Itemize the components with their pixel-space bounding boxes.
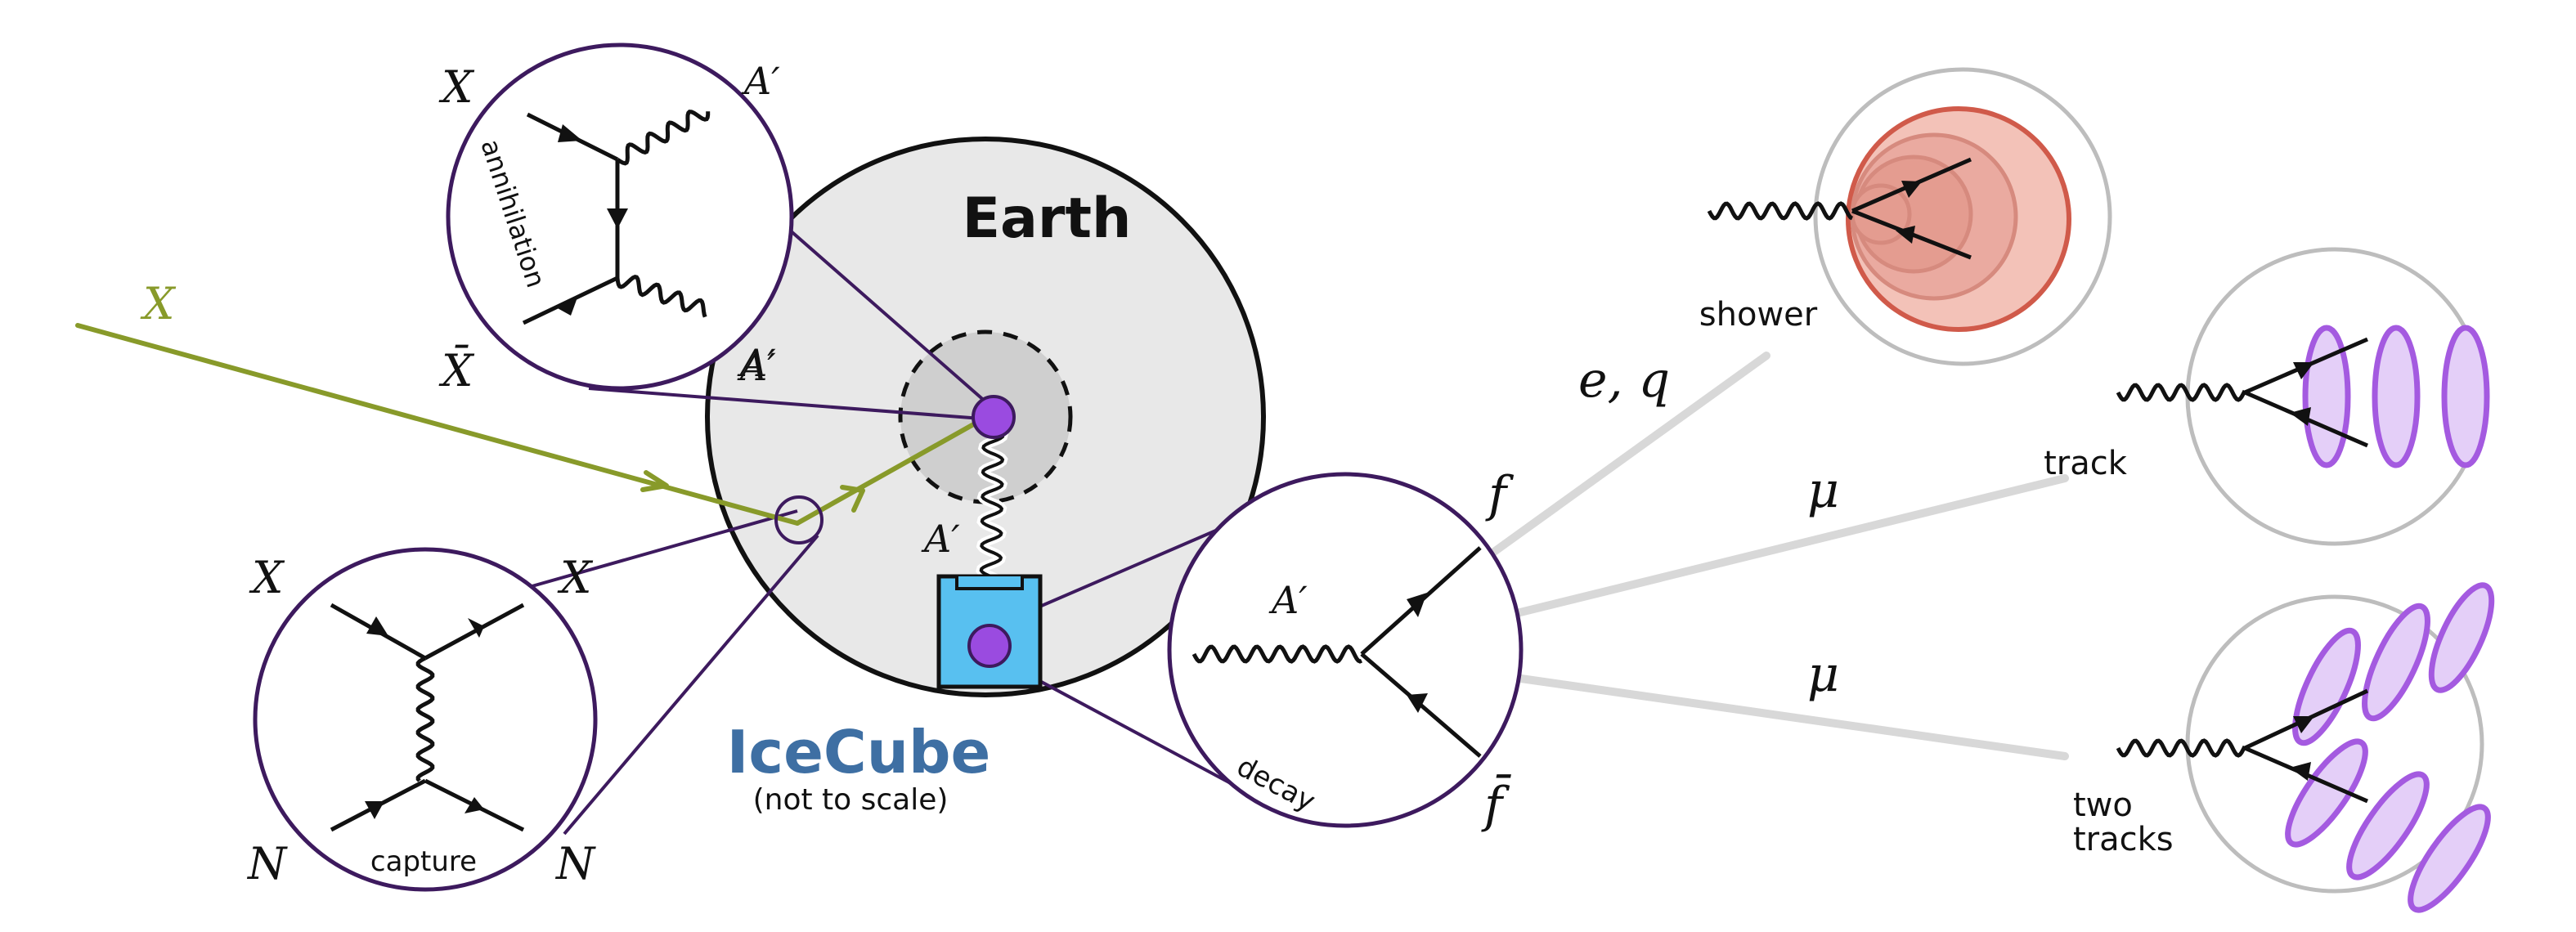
track-signature: track: [2044, 247, 2490, 546]
capture-arrows: [365, 616, 484, 819]
decay-mediator-label: A′: [1268, 578, 1308, 622]
decay-label-f: f: [1485, 466, 1515, 523]
annihilation-photon-top: [616, 110, 711, 166]
dm-arrowhead-1: [640, 470, 669, 492]
two-tracks-ellipse-6: [2408, 804, 2491, 913]
annihilation-label-a-top: A′: [741, 59, 780, 103]
annihilation-leader-bottom: [588, 387, 982, 420]
capture-leader-top: [523, 509, 798, 590]
icecube-notch: [955, 576, 1024, 590]
earth-label: Earth: [963, 186, 1132, 251]
capture-arrow-4: [464, 797, 484, 813]
shower-arrow-down: [1896, 226, 1915, 244]
annihilation-arrows: [556, 124, 628, 316]
decay-site-dot: [967, 624, 1012, 668]
dm-incoming-label: X: [140, 278, 177, 329]
annihilation-zoom: annihilation X A′ X̄ A′: [438, 43, 794, 397]
capture-point-marker: [774, 495, 824, 544]
icecube-label: IceCube: [727, 718, 991, 786]
track-arrow-down: [2290, 407, 2311, 426]
capture-leader-bottom: [563, 534, 819, 836]
decay-arrow-fbar: [1407, 693, 1428, 713]
capture-zoom: capture X X N N: [246, 547, 598, 892]
capture-arrow-1: [366, 616, 388, 636]
channel-muon-pair-label: μ: [1807, 646, 1839, 703]
two-tracks-ellipse-1: [2292, 627, 2361, 746]
annihilation-fermion-out: [522, 276, 619, 325]
mediator-core-label: A′: [737, 345, 776, 389]
two-tracks-ellipse-3: [2428, 582, 2495, 693]
shower-arrow-up: [1901, 181, 1922, 198]
two-tracks-arrows: [2290, 716, 2314, 781]
not-to-scale-label: (not to scale): [753, 783, 949, 817]
decay-arrow-f: [1407, 593, 1427, 617]
track-photon: [2116, 383, 2247, 402]
dm-arrowhead-2: [840, 485, 865, 513]
two-tracks-ellipse-4: [2285, 738, 2368, 848]
track-ellipse-2: [2372, 325, 2421, 468]
annihilation-feynman-diagram: [522, 110, 711, 325]
two-tracks-arrow-down: [2290, 762, 2311, 781]
decay-photon: [1192, 644, 1363, 664]
annihilation-site-dot: [972, 395, 1016, 439]
track-arrows: [2290, 362, 2314, 426]
dm-infall-line: [795, 413, 992, 526]
capture-caption: capture: [370, 845, 477, 878]
line-to-shower: [1484, 352, 1770, 560]
track-arrow-up: [2293, 362, 2314, 379]
track-ellipse-3: [2441, 325, 2490, 468]
annihilation-photon-bottom: [615, 274, 707, 318]
decay-label-fbar: f̄: [1481, 774, 1511, 834]
capture-label-n-right: N: [554, 838, 596, 889]
annihilation-arrow-out: [556, 298, 577, 316]
two-tracks-ellipse-2: [2362, 603, 2430, 722]
channel-eq-label: e, q: [1578, 352, 1670, 409]
capture-circle: [253, 547, 598, 892]
two-tracks-ellipse-5: [2346, 771, 2430, 880]
line-to-track: [1513, 474, 2069, 617]
capture-arrow-2: [468, 618, 484, 638]
annihilation-arrow-in: [558, 124, 582, 142]
two-tracks-label-line2: tracks: [2073, 821, 2174, 858]
decay-arrows: [1407, 593, 1428, 713]
capture-label-n-left: N: [246, 838, 288, 889]
dark-matter-path: [75, 323, 992, 526]
annihilation-label-xbar: X̄: [438, 344, 475, 397]
two-tracks-photon: [2116, 738, 2247, 758]
capture-arrow-3: [365, 801, 384, 819]
line-to-two-tracks: [1517, 674, 2069, 760]
capture-label-x-right: X: [557, 552, 594, 603]
shower-arrows: [1896, 181, 1922, 244]
two-tracks-signature: two tracks: [2073, 582, 2495, 913]
shower-label: shower: [1699, 296, 1818, 334]
capture-label-x-left: X: [249, 552, 285, 603]
two-tracks-arrow-up: [2293, 716, 2314, 733]
capture-photon: [415, 656, 435, 782]
capture-x-out: [424, 603, 525, 661]
annihilation-arrow-mid: [607, 208, 628, 229]
dm-incoming-line: [75, 323, 800, 526]
annihilation-label-a-bottom: A′: [737, 341, 776, 385]
channel-muon-track-label: μ: [1807, 462, 1839, 519]
track-label: track: [2044, 445, 2128, 482]
outgoing-channel-lines: [1484, 352, 2069, 760]
two-tracks-label-line1: two: [2073, 786, 2133, 824]
shower-signature: shower: [1699, 67, 2112, 366]
annihilation-label-x: X: [438, 61, 475, 113]
mediator-beam-label: A′: [921, 517, 960, 561]
shower-photon: [1707, 201, 1854, 221]
